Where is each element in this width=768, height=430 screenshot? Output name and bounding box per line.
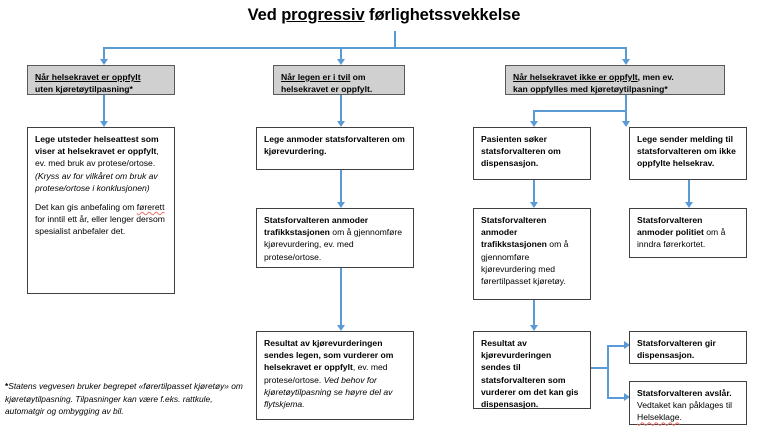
arrow-r2-2 bbox=[684, 202, 693, 208]
box-mid-3-bold: Resultat av kjørevurderingen sendes lege… bbox=[264, 338, 394, 373]
box-outcome-2-spellword: Helseklage bbox=[637, 412, 680, 423]
footnote: *Statens vegvesen bruker begrepet «fører… bbox=[5, 380, 250, 418]
box-left-1-para2a: Det kan gis anbefaling om bbox=[35, 202, 137, 213]
connector-to-r1-1 bbox=[533, 110, 535, 121]
connector-r1-1-to-r1-2 bbox=[533, 180, 535, 202]
arrow-to-header-left bbox=[99, 59, 108, 65]
header-right-line1: Når helsekravet ikke er oppfylt bbox=[513, 72, 638, 82]
header-box-left[interactable]: Når helsekravet er oppfylt uten kjøretøy… bbox=[27, 65, 175, 95]
box-outcome-2[interactable]: Statsforvalteren avslår. Vedtaket kan på… bbox=[629, 381, 747, 425]
box-left-1-italic: (Kryss av for vilkåret om bruk av protes… bbox=[35, 170, 158, 193]
arrow-r2-1 bbox=[621, 121, 630, 127]
box-right1-3-bold: Resultat av kjørevurderingen sendes til … bbox=[481, 338, 579, 410]
box-outcome-2-tail: . bbox=[679, 412, 682, 423]
box-right2-1[interactable]: Lege sender melding til statsforvalteren… bbox=[629, 127, 747, 180]
box-right2-2[interactable]: Statsforvalteren anmoder politiet om å i… bbox=[629, 208, 747, 258]
arrow-to-header-middle bbox=[336, 59, 345, 65]
connector-outcome-to-out1 bbox=[607, 345, 625, 347]
connector-right-split-bus bbox=[533, 110, 627, 112]
box-right1-1[interactable]: Pasienten søker statsforvalteren om disp… bbox=[473, 127, 591, 180]
header-left-line2: uten kjøretøytilpasning* bbox=[35, 84, 133, 95]
box-mid-1-bold: Lege anmoder statsforvalteren om kjørevu… bbox=[264, 134, 405, 157]
box-mid-3-rest: , ev. med protese/ortose. bbox=[264, 362, 388, 385]
box-right2-1-bold: Lege sender melding til statsforvalteren… bbox=[637, 134, 736, 169]
connector-outcome-riser bbox=[607, 345, 609, 399]
box-left-1-spellword: førerett bbox=[136, 202, 165, 213]
connector-title-stem bbox=[394, 31, 396, 47]
header-right-line1-rest: , men ev. bbox=[637, 72, 674, 82]
arrow-mid-b3 bbox=[336, 325, 345, 331]
title-underlined: progressiv bbox=[281, 6, 365, 24]
box-outcome-2-rest: Vedtaket kan påklages til bbox=[637, 400, 733, 411]
connector-mid-b2-to-b3 bbox=[340, 268, 342, 325]
header-middle-line1-rest: om bbox=[350, 72, 366, 82]
connector-outcome-stem bbox=[591, 367, 609, 369]
header-right-line2: kan oppfylles med kjøretøytilpasning* bbox=[513, 84, 668, 95]
box-left-1-para2b: for inntil ett år, eller lenger dersom s… bbox=[35, 214, 165, 237]
arrow-r1-3 bbox=[529, 325, 538, 331]
box-right2-2-rest: om å inndra førerkortet. bbox=[637, 227, 726, 250]
connector-to-r2-1 bbox=[625, 110, 627, 121]
header-box-right[interactable]: Når helsekravet ikke er oppfylt, men ev.… bbox=[505, 65, 725, 95]
box-mid-2-rest: om å gjennomføre kjørevurdering, ev. med… bbox=[264, 227, 403, 262]
box-outcome-2-bold: Statsforvalteren avslår. bbox=[637, 388, 732, 398]
box-mid-1[interactable]: Lege anmoder statsforvalteren om kjørevu… bbox=[256, 127, 414, 170]
connector-r1-2-to-r1-3 bbox=[533, 300, 535, 325]
arrow-r1-1 bbox=[529, 121, 538, 127]
header-middle-line1: Når legen er i tvil bbox=[281, 72, 351, 82]
title-before: Ved bbox=[247, 6, 282, 24]
connector-left-h-to-b1 bbox=[103, 95, 105, 121]
arrow-out-1 bbox=[624, 340, 630, 349]
connector-mid-b1-to-b2 bbox=[340, 170, 342, 202]
header-left-line1: Når helsekravet er oppfylt bbox=[35, 72, 141, 82]
box-left-1[interactable]: Lege utsteder helseattest som viser at h… bbox=[27, 127, 175, 294]
box-right1-1-bold: Pasienten søker statsforvalteren om disp… bbox=[481, 134, 561, 169]
connector-to-header-right bbox=[625, 47, 627, 60]
connector-rheader-stem bbox=[625, 95, 627, 110]
connector-r2-1-to-r2-2 bbox=[688, 180, 690, 202]
box-right1-2-rest: om å gjennomføre kjørevurdering med føre… bbox=[481, 239, 569, 287]
box-mid-2[interactable]: Statsforvalteren anmoder trafikkstasjone… bbox=[256, 208, 414, 268]
box-outcome-1-bold: Statsforvalteren gir dispensasjon. bbox=[637, 338, 716, 361]
box-right2-2-bold: Statsforvalteren anmoder politiet bbox=[637, 215, 704, 238]
box-mid-3-italic: Ved behov for kjøretøytilpasning se høyr… bbox=[264, 374, 393, 410]
connector-top-bus bbox=[103, 47, 626, 49]
box-right1-3[interactable]: Resultat av kjørevurderingen sendes til … bbox=[473, 331, 591, 409]
header-box-middle[interactable]: Når legen er i tvil om helsekravet er op… bbox=[273, 65, 405, 95]
connector-mid-h-to-b1 bbox=[340, 95, 342, 121]
footnote-marker: * bbox=[5, 381, 9, 391]
box-left-1-spacer bbox=[35, 194, 167, 201]
box-mid-2-bold: Statsforvalteren anmoder trafikkstasjone… bbox=[264, 215, 369, 238]
box-outcome-1[interactable]: Statsforvalteren gir dispensasjon. bbox=[629, 331, 747, 364]
box-left-1-bold: Lege utsteder helseattest som viser at h… bbox=[35, 134, 159, 157]
box-left-1-rest: , ev. med bruk av protese/ortose. bbox=[35, 146, 159, 169]
arrow-mid-b1 bbox=[336, 121, 345, 127]
arrow-mid-b2 bbox=[336, 202, 345, 208]
page-title: Ved progressiv førlighetssvekkelse bbox=[0, 6, 768, 25]
box-right1-2-bold: Statsforvalteren anmoder trafikkstasjone… bbox=[481, 215, 547, 250]
arrow-r1-2 bbox=[529, 202, 538, 208]
arrow-to-header-right bbox=[621, 59, 630, 65]
arrow-out-2 bbox=[624, 392, 630, 401]
box-right1-2[interactable]: Statsforvalteren anmoder trafikkstasjone… bbox=[473, 208, 591, 300]
connector-to-header-middle bbox=[340, 47, 342, 60]
header-middle-line2: helsekravet er oppfylt. bbox=[281, 84, 373, 95]
connector-outcome-to-out2 bbox=[607, 397, 625, 399]
arrow-left-b1 bbox=[99, 121, 108, 127]
footnote-text: Statens vegvesen bruker begrepet «førert… bbox=[5, 381, 243, 417]
connector-to-header-left bbox=[103, 47, 105, 60]
box-mid-3[interactable]: Resultat av kjørevurderingen sendes lege… bbox=[256, 331, 414, 420]
title-after: førlighetssvekkelse bbox=[364, 6, 521, 24]
